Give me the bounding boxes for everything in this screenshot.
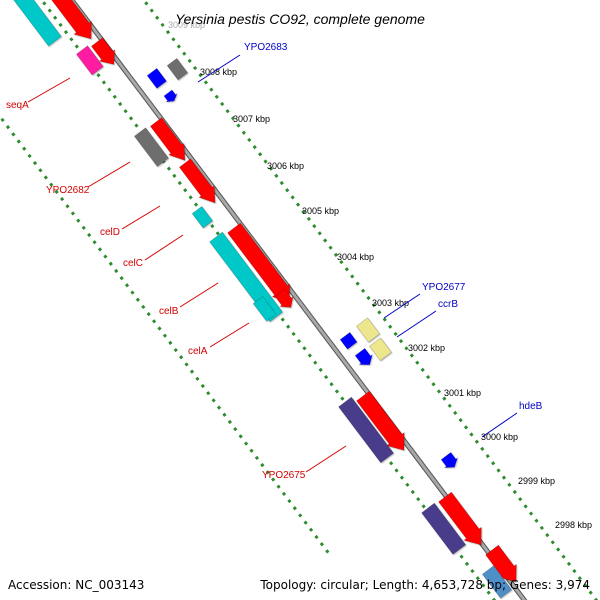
callout-line [197, 54, 241, 83]
callout-line [87, 161, 131, 188]
feature-red-3 [149, 117, 186, 161]
feature-cyan-2 [191, 205, 214, 229]
topology-summary: Topology: circular; Length: 4,653,728 bp… [260, 578, 590, 592]
callout-line [305, 445, 347, 473]
kbp-tick-label: 3007 kbp [233, 114, 270, 124]
gene-features [13, 0, 517, 599]
gene-label: YPO2675 [262, 470, 306, 481]
feature-red-8 [438, 491, 482, 546]
callout-line [27, 77, 71, 103]
gene-label: celD [100, 227, 120, 238]
feature-blue-5 [440, 451, 459, 468]
feature-magenta-1 [75, 45, 104, 76]
feature-gray-2 [166, 57, 189, 81]
kbp-tick-label: 3003 kbp [372, 298, 409, 308]
gene-label: celA [188, 346, 208, 357]
feature-red-6 [274, 288, 294, 308]
feature-purple-1 [338, 396, 394, 464]
callout-line [144, 234, 184, 261]
gene-label: YPO2683 [244, 42, 288, 53]
kbp-tick-label: 3000 kbp [481, 432, 518, 442]
feature-red-5 [227, 222, 290, 302]
map-title: Yersinia pestis CO92, complete genome [175, 11, 425, 27]
feature-red-1 [51, 0, 92, 40]
kbp-tick-label: 2999 kbp [518, 476, 555, 486]
kbp-tick-label: 3006 kbp [267, 161, 304, 171]
feature-blue-4 [354, 347, 373, 366]
callout-line [481, 412, 518, 438]
feature-cyan-1 [13, 0, 62, 47]
gene-label: celB [159, 306, 179, 317]
feature-blue-2 [163, 89, 178, 103]
feature-purple-2 [421, 502, 467, 555]
callout-line [383, 293, 421, 319]
callout-line [209, 322, 250, 348]
feature-cyan-4 [252, 295, 277, 322]
feature-khaki-2 [368, 337, 392, 362]
kbp-tick-label: 3008 kbp [200, 67, 237, 77]
gene-label: hdeB [519, 401, 543, 412]
outer-left-track [39, 0, 497, 600]
gene-callouts [27, 54, 518, 473]
kbp-tick-label: 3005 kbp [302, 206, 339, 216]
callout-line [121, 205, 161, 230]
kbp-tick-label: 3009 kbp [168, 20, 205, 30]
right-track [141, 0, 599, 600]
gene-label: seqA [6, 100, 29, 111]
feature-red-7 [356, 390, 405, 451]
gene-label: ccrB [438, 299, 458, 310]
kbp-tick-label: 3002 kbp [408, 343, 445, 353]
feature-blue-1 [146, 67, 167, 89]
accession-label: Accession: NC_003143 [8, 578, 145, 592]
feature-blue-3 [339, 331, 358, 350]
gene-label: YPO2682 [46, 185, 90, 196]
kbp-tick-label: 3004 kbp [337, 252, 374, 262]
feature-gray-1 [133, 127, 169, 167]
kbp-tick-labels: 3009 kbp 3008 kbp 3007 kbp 3006 kbp 3005 kbp… [168, 20, 592, 530]
callout-line [179, 282, 219, 308]
feature-khaki-1 [355, 317, 381, 343]
gene-label: celC [123, 258, 143, 269]
feature-red-2 [90, 37, 115, 65]
gene-labels-left: seqA YPO2682 celD celC celB celA YPO2675 [6, 100, 306, 481]
kbp-tick-label: 2998 kbp [555, 520, 592, 530]
feature-steelblue-1 [481, 565, 513, 599]
kbp-tick-label: 3001 kbp [444, 388, 481, 398]
gene-label: YPO2677 [422, 282, 466, 293]
feature-red-4 [178, 158, 216, 204]
callout-line [396, 310, 437, 338]
